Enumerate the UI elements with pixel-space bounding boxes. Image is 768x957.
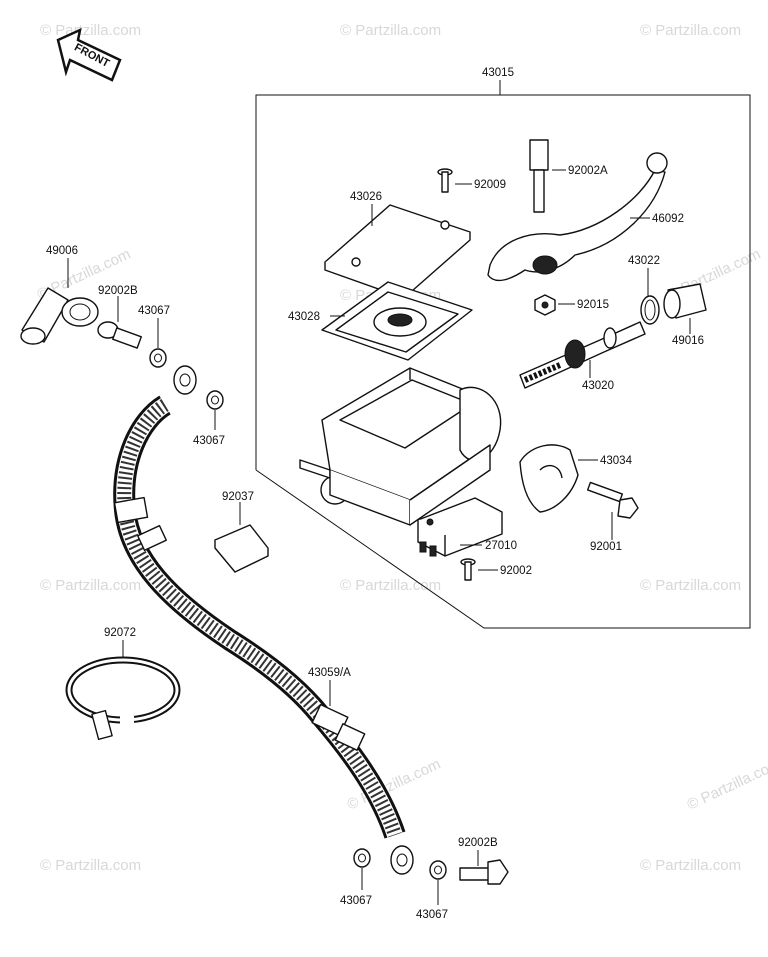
- part-label: 92002: [500, 565, 532, 577]
- part-label: 43026: [350, 191, 382, 203]
- part-label: 92072: [104, 627, 136, 639]
- part-label: 92001: [590, 541, 622, 553]
- banjo-bolt-92002B-top: [97, 321, 142, 349]
- part-label: 43015: [482, 67, 514, 79]
- watermark: © Partzilla.com: [340, 577, 441, 594]
- brake-hose: [113, 365, 414, 875]
- part-label: 43022: [628, 255, 660, 267]
- part-label: 92002B: [458, 837, 498, 849]
- clamp-43034: [519, 444, 579, 513]
- screw-92009: [437, 168, 453, 193]
- part-label: 43034: [600, 455, 633, 467]
- part-label: 49006: [46, 245, 78, 257]
- part-label: 46092: [652, 213, 684, 225]
- piston-assembly: [519, 321, 646, 389]
- part-label: 92002A: [568, 165, 608, 177]
- part-label: 43059/A: [308, 667, 351, 679]
- part-label: 27010: [485, 540, 517, 552]
- assembly-bracket: [255, 94, 751, 629]
- watermark: © Partzilla.com: [40, 22, 141, 39]
- part-label: 43067: [340, 895, 372, 907]
- bolt-92001: [586, 481, 639, 519]
- watermark: © Partzilla.com: [40, 857, 141, 874]
- diaphragm: [321, 281, 473, 361]
- part-label: 43067: [193, 435, 225, 447]
- boot-49016: [663, 283, 707, 319]
- front-arrow-icon: FRONT: [56, 27, 122, 82]
- part-label: 43067: [138, 305, 170, 317]
- reservoir-cap: [324, 204, 471, 299]
- watermark: © Partzilla.com: [340, 22, 441, 39]
- part-labels: 43015 43026 92009 92002A 46092 43022 490…: [46, 67, 704, 921]
- watermark: © Partzilla.com: [640, 22, 741, 39]
- master-cylinder-body: [299, 367, 502, 526]
- hose-clip-92037: [214, 524, 269, 573]
- watermark: © Partzilla.com: [685, 756, 768, 814]
- band-92072: [65, 656, 181, 741]
- brake-lever: [487, 152, 668, 282]
- screw-92002: [460, 558, 476, 581]
- part-label: 43028: [288, 311, 320, 323]
- part-label: 92015: [577, 299, 609, 311]
- part-label: 92002B: [98, 285, 138, 297]
- part-label: 43067: [416, 909, 448, 921]
- pivot-bolt-92002A: [529, 139, 549, 213]
- watermark: © Partzilla.com: [40, 577, 141, 594]
- watermark: © Partzilla.com: [640, 577, 741, 594]
- part-label: 92037: [222, 491, 254, 503]
- brake-switch: [417, 497, 503, 557]
- watermark: © Partzilla.com: [640, 857, 741, 874]
- part-label: 92009: [474, 179, 506, 191]
- nut-92015: [534, 294, 556, 316]
- banjo-cover-49006: [20, 287, 99, 345]
- part-label: 49016: [672, 335, 704, 347]
- circlip-43022: [640, 295, 660, 325]
- part-label: 43020: [582, 380, 614, 392]
- banjo-bolt-92002B-bottom: [459, 859, 509, 885]
